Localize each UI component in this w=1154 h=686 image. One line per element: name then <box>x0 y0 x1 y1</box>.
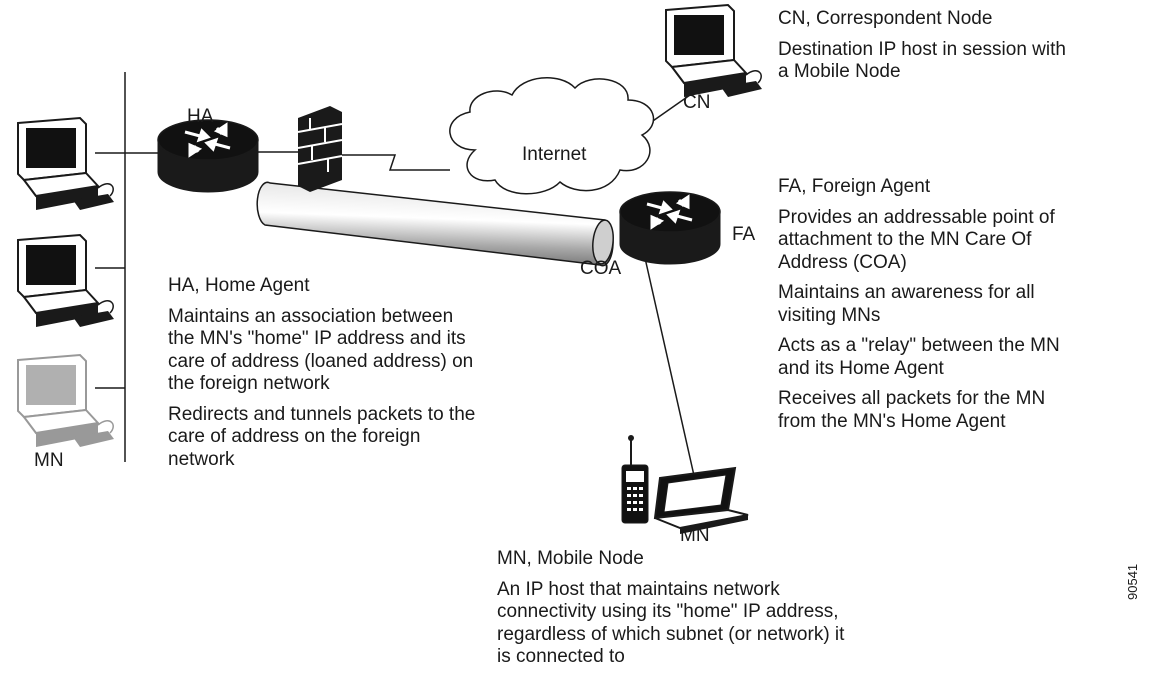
ha-line: care of address on the foreign <box>168 426 421 447</box>
mn-line: connectivity using its "home" IP address… <box>497 601 839 622</box>
coa-label: COA <box>580 258 622 279</box>
fa-line: visiting MNs <box>778 304 881 326</box>
cn-description-title: CN, Correspondent Node <box>778 8 993 29</box>
ha-description-paragraph: Redirects and tunnels packets to the car… <box>168 404 475 472</box>
fa-line: Receives all packets for the MN <box>778 388 1046 409</box>
mn-line: An IP host that maintains network <box>497 578 780 600</box>
ha-label: HA <box>187 106 214 127</box>
internet-label: Internet <box>522 144 587 165</box>
ha-description-paragraph: Maintains an association between the MN'… <box>168 306 475 396</box>
ha-router-icon <box>157 119 259 193</box>
internet-cloud <box>449 77 655 195</box>
ha-line: the foreign network <box>168 373 330 394</box>
fa-description-paragraph: Provides an addressable point of attachm… <box>778 207 1060 275</box>
mobile-mn-label: MN <box>680 525 710 546</box>
fa-description-paragraph: Maintains an awareness for all visiting … <box>778 282 1060 327</box>
home-workstation-1-icon <box>17 116 114 210</box>
ha-line: care of address (loaned address) on <box>168 350 474 372</box>
mobile-phone-icon <box>621 435 649 524</box>
fa-line: from the MN's Home Agent <box>778 410 1006 432</box>
home-mn-ghost-icon <box>17 353 114 447</box>
ha-line: network <box>168 448 235 470</box>
mn-line: is connected to <box>497 646 625 667</box>
fa-line: attachment to the MN Care Of <box>778 229 1032 250</box>
mn-line: regardless of which subnet (or network) … <box>497 623 845 645</box>
fa-line: Provides an addressable point of <box>778 206 1055 228</box>
home-workstation-2-icon <box>17 233 114 327</box>
tunnel <box>256 181 614 267</box>
mn-description-title: MN, Mobile Node <box>497 548 644 569</box>
fa-line: Maintains an awareness for all <box>778 282 1035 303</box>
cn-workstation-icon <box>665 3 762 97</box>
ha-line: Maintains an association between <box>168 305 454 327</box>
fa-description-paragraph: Receives all packets for the MN from the… <box>778 388 1060 433</box>
ha-description: HA, Home Agent Maintains an association … <box>168 275 475 479</box>
cn-label: CN <box>683 92 711 113</box>
cn-description-line: a Mobile Node <box>778 61 901 82</box>
cn-description-line: Destination IP host in session with <box>778 38 1066 60</box>
ha-line: the MN's "home" IP address and its <box>168 328 466 349</box>
fa-router-icon <box>619 191 721 265</box>
mn-description: MN, Mobile Node An IP host that maintain… <box>497 548 844 669</box>
ha-line: Redirects and tunnels packets to the <box>168 403 476 425</box>
ha-description-title: HA, Home Agent <box>168 275 310 296</box>
fa-line: Address (COA) <box>778 251 907 273</box>
fa-description-title: FA, Foreign Agent <box>778 176 931 197</box>
fa-line: Acts as a "relay" between the MN <box>778 335 1060 356</box>
wan-link <box>255 94 696 481</box>
home-mn-label: MN <box>34 450 64 471</box>
fa-label: FA <box>732 224 756 245</box>
home-lan <box>95 72 160 462</box>
cn-description: CN, Correspondent Node Destination IP ho… <box>778 8 1066 84</box>
laptop-icon <box>653 466 749 534</box>
fa-description-paragraph: Acts as a "relay" between the MN and its… <box>778 335 1060 380</box>
fa-line: and its Home Agent <box>778 357 944 379</box>
firewall-icon <box>297 106 343 192</box>
figure-id: 90541 <box>1125 563 1140 600</box>
fa-description: FA, Foreign Agent Provides an addressabl… <box>778 176 1060 441</box>
